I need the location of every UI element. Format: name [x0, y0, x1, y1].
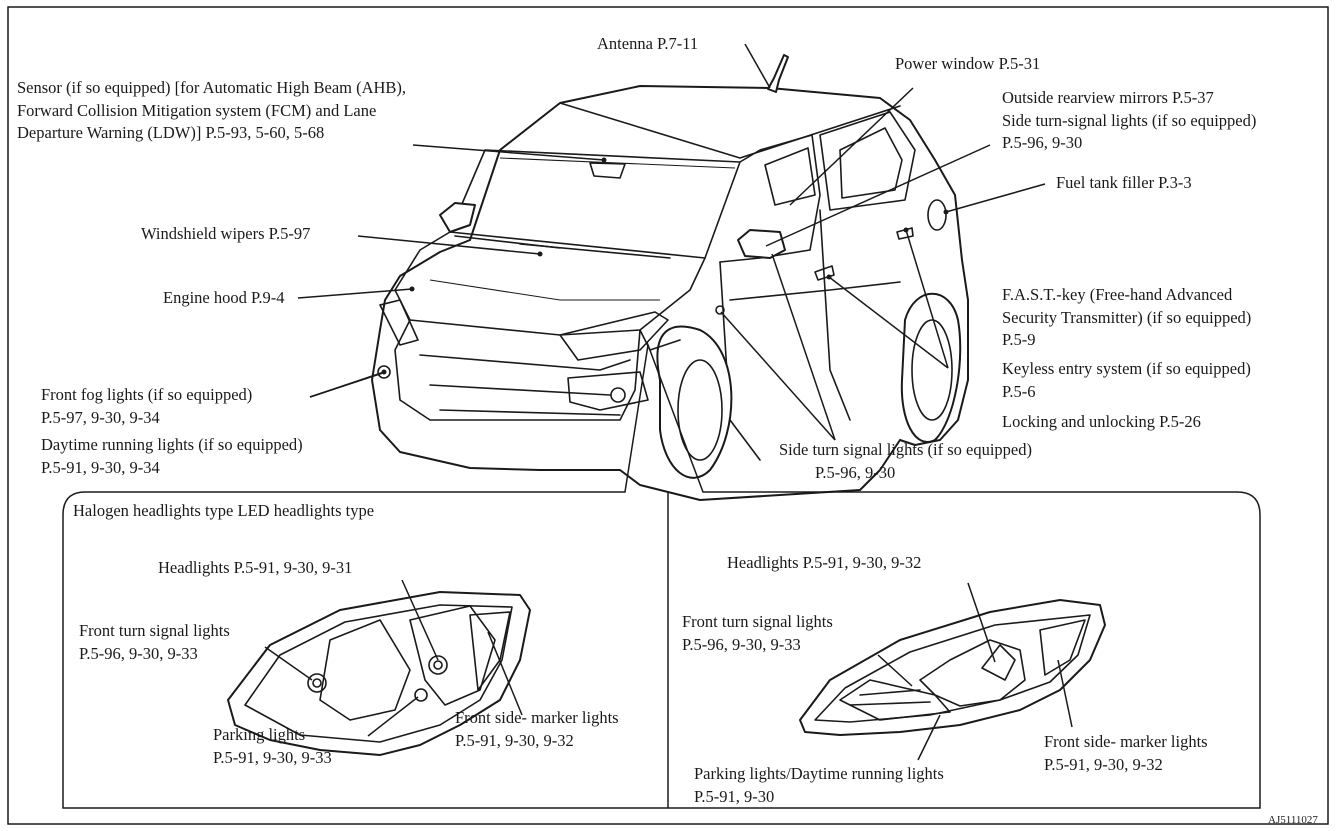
mirror-left: [440, 203, 475, 232]
label-line: Engine hood P.9-4: [163, 287, 284, 310]
label-line: Departure Warning (LDW)] P.5-93, 5-60, 5…: [17, 122, 406, 145]
label-sensor: Sensor (if so equipped) [for Automatic H…: [17, 77, 406, 145]
mirror-right: [738, 230, 785, 258]
label-side-turn: Side turn signal lights (if so equipped)…: [779, 439, 1032, 484]
label-wipers: Windshield wipers P.5-97: [141, 223, 310, 246]
label-led-turn: Front turn signal lights P.5-96, 9-30, 9…: [682, 611, 833, 656]
label-line: Antenna P.7-11: [597, 33, 698, 56]
label-locking: Locking and unlocking P.5-26: [1002, 411, 1201, 434]
label-line: P.5-91, 9-30: [694, 786, 944, 809]
label-line: Headlights P.5-91, 9-30, 9-32: [727, 552, 921, 575]
label-line: Locking and unlocking P.5-26: [1002, 411, 1201, 434]
label-line: Fuel tank filler P.3-3: [1056, 172, 1192, 195]
label-keyless: Keyless entry system (if so equipped) P.…: [1002, 358, 1251, 403]
label-hal-parking: Parking lights P.5-91, 9-30, 9-33: [213, 724, 332, 769]
label-line: P.5-91, 9-30, 9-33: [213, 747, 332, 770]
label-line: Side turn signal lights (if so equipped): [779, 439, 1032, 462]
label-line: P.5-6: [1002, 381, 1251, 404]
label-line: P.5-96, 9-30, 9-33: [682, 634, 833, 657]
label-line: Forward Collision Mitigation system (FCM…: [17, 100, 406, 123]
label-line: Outside rearview mirrors P.5-37: [1002, 87, 1256, 110]
label-fast-key: F.A.S.T.-key (Free-hand Advanced Securit…: [1002, 284, 1251, 352]
antenna: [768, 55, 788, 92]
label-line: Security Transmitter) (if so equipped): [1002, 307, 1251, 330]
label-drl: Daytime running lights (if so equipped) …: [41, 434, 303, 479]
label-hal-headlights: Headlights P.5-91, 9-30, 9-31: [158, 557, 352, 580]
label-line: Headlights P.5-91, 9-30, 9-31: [158, 557, 352, 580]
label-line: Halogen headlights type LED headlights t…: [73, 500, 374, 523]
label-line: Front side- marker lights: [1044, 731, 1208, 754]
label-line: Parking lights/Daytime running lights: [694, 763, 944, 786]
figure-code: AJ5111027: [1268, 814, 1318, 826]
label-hal-marker: Front side- marker lights P.5-91, 9-30, …: [455, 707, 619, 752]
label-inset-title: Halogen headlights type LED headlights t…: [73, 500, 374, 523]
label-line: Front fog lights (if so equipped): [41, 384, 252, 407]
label-led-headlights: Headlights P.5-91, 9-30, 9-32: [727, 552, 921, 575]
label-power-window: Power window P.5-31: [895, 53, 1040, 76]
label-fog: Front fog lights (if so equipped) P.5-97…: [41, 384, 252, 429]
label-line: P.5-96, 9-30: [1002, 132, 1256, 155]
label-engine-hood: Engine hood P.9-4: [163, 287, 284, 310]
label-line: P.5-91, 9-30, 9-34: [41, 457, 303, 480]
label-line: P.5-91, 9-30, 9-32: [1044, 754, 1208, 777]
label-mirrors: Outside rearview mirrors P.5-37 Side tur…: [1002, 87, 1256, 155]
label-line: Windshield wipers P.5-97: [141, 223, 310, 246]
label-line: Daytime running lights (if so equipped): [41, 434, 303, 457]
label-line: Side turn-signal lights (if so equipped): [1002, 110, 1256, 133]
label-led-parking: Parking lights/Daytime running lights P.…: [694, 763, 944, 808]
label-fuel-filler: Fuel tank filler P.3-3: [1056, 172, 1192, 195]
label-line: Power window P.5-31: [895, 53, 1040, 76]
label-line: P.5-96, 9-30: [779, 462, 1032, 485]
label-line: Parking lights: [213, 724, 332, 747]
label-hal-turn: Front turn signal lights P.5-96, 9-30, 9…: [79, 620, 230, 665]
label-line: P.5-97, 9-30, 9-34: [41, 407, 252, 430]
label-line: F.A.S.T.-key (Free-hand Advanced: [1002, 284, 1251, 307]
label-led-marker: Front side- marker lights P.5-91, 9-30, …: [1044, 731, 1208, 776]
label-line: P.5-96, 9-30, 9-33: [79, 643, 230, 666]
label-line: Sensor (if so equipped) [for Automatic H…: [17, 77, 406, 100]
label-antenna: Antenna P.7-11: [597, 33, 698, 56]
label-line: P.5-91, 9-30, 9-32: [455, 730, 619, 753]
label-line: Front turn signal lights: [682, 611, 833, 634]
label-line: Front side- marker lights: [455, 707, 619, 730]
label-line: Front turn signal lights: [79, 620, 230, 643]
label-line: Keyless entry system (if so equipped): [1002, 358, 1251, 381]
label-line: P.5-9: [1002, 329, 1251, 352]
